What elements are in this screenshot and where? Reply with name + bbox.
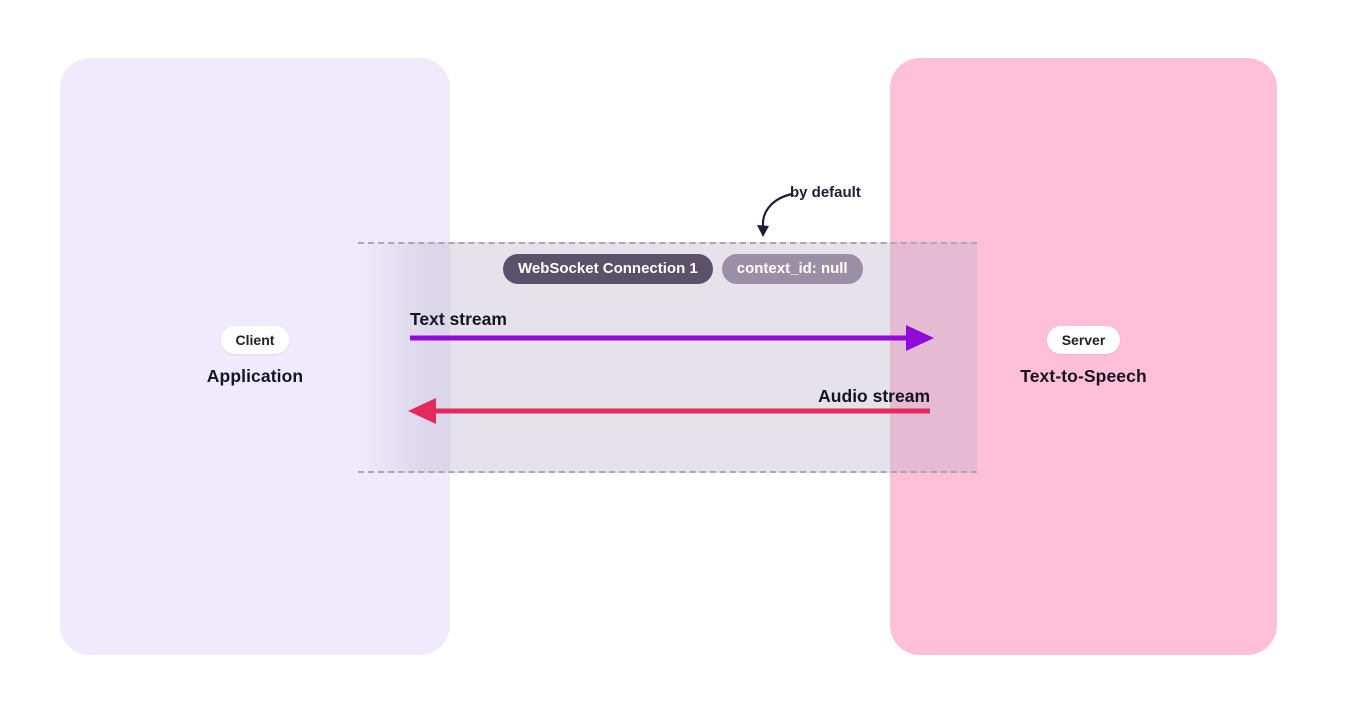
- audio-stream-arrow-shaft: [435, 408, 930, 414]
- text-stream-label: Text stream: [410, 309, 507, 329]
- text-stream-arrow-head: [906, 325, 934, 351]
- by-default-arrow-head: [757, 225, 769, 237]
- by-default-label: by default: [790, 184, 861, 201]
- text-stream-arrow-shaft: [410, 335, 907, 341]
- audio-stream-arrow-head: [408, 398, 436, 424]
- websocket-connection-badge: WebSocket Connection 1: [503, 254, 713, 284]
- connection-badge-row: WebSocket Connection 1 context_id: null: [503, 254, 863, 284]
- server-role-badge: Server: [1046, 326, 1121, 354]
- audio-stream-arrow-icon: [408, 398, 930, 424]
- context-id-badge: context_id: null: [721, 254, 863, 284]
- text-stream-arrow-icon: [410, 325, 934, 351]
- audio-stream-label: Audio stream: [818, 386, 930, 406]
- client-role-badge: Client: [220, 326, 290, 354]
- client-panel: Client Application: [60, 58, 450, 655]
- by-default-arrow-curve: [761, 192, 794, 228]
- server-panel: Server Text-to-Speech: [890, 58, 1277, 655]
- by-default-curved-arrow-icon: [757, 192, 794, 237]
- client-panel-title: Application: [206, 366, 304, 386]
- server-panel-title: Text-to-Speech: [1020, 366, 1147, 386]
